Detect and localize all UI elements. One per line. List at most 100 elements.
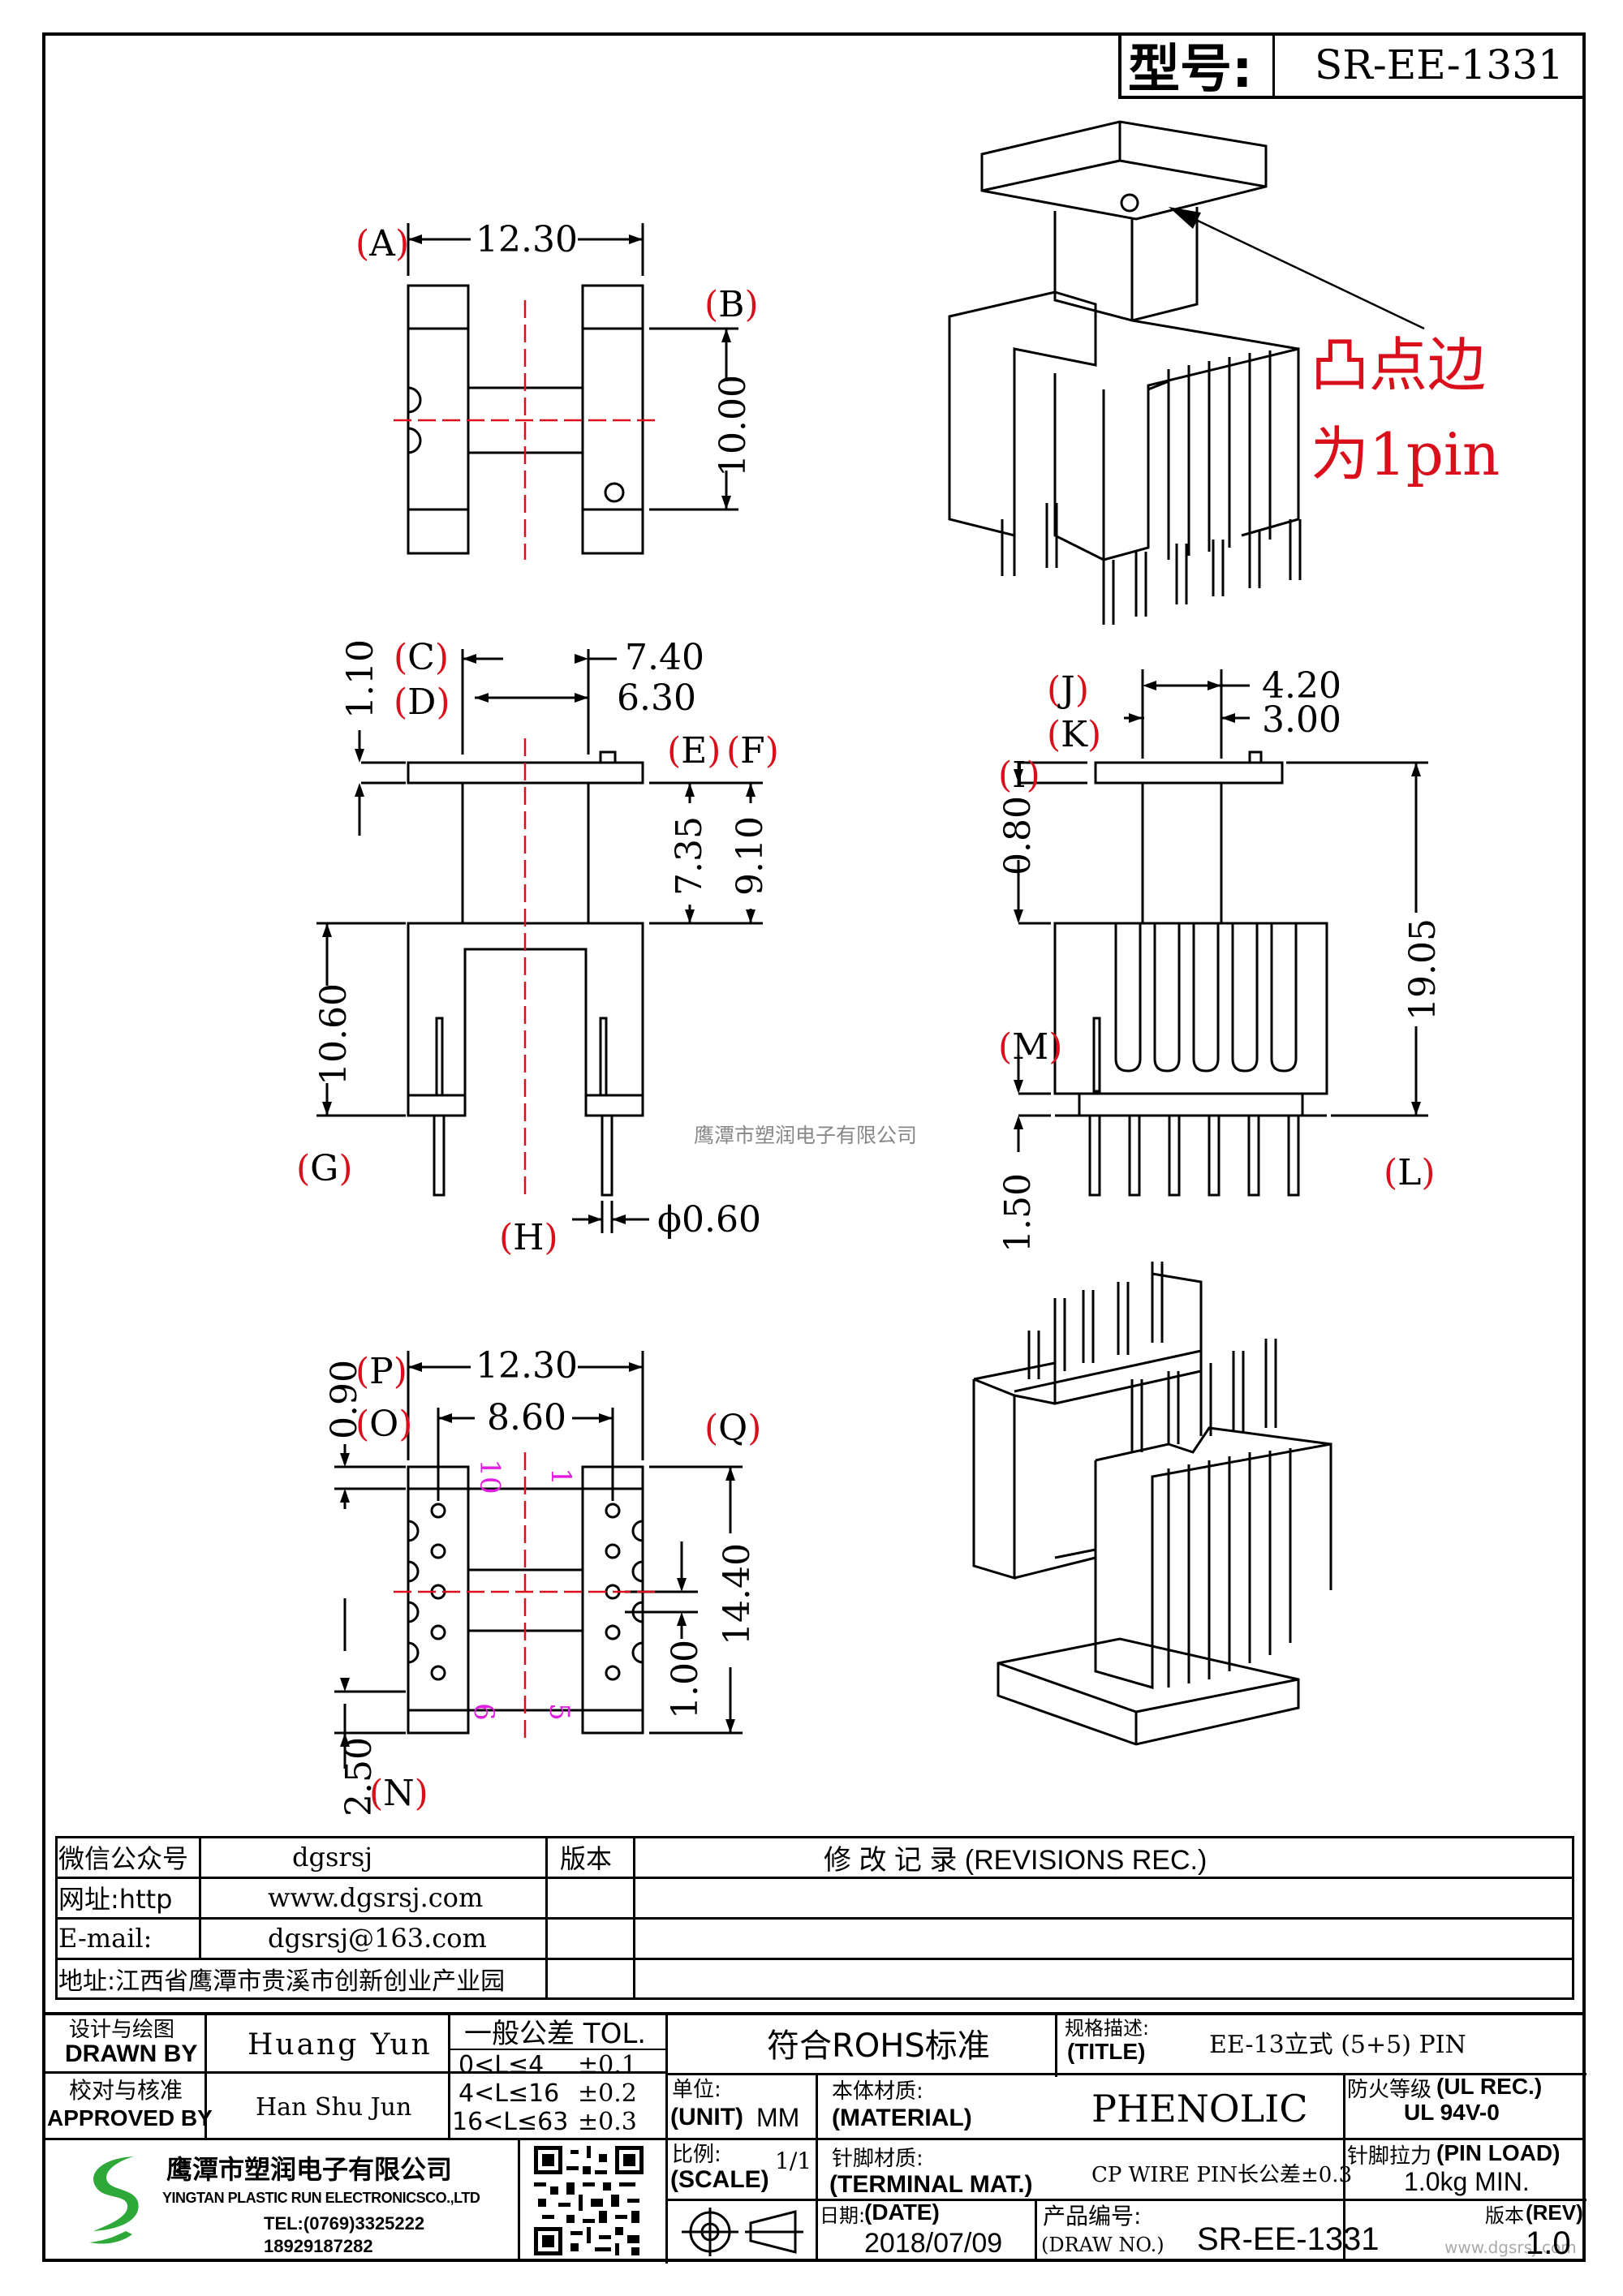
info-table-col-line bbox=[545, 1836, 548, 2000]
dim-p: 12.30 bbox=[476, 1344, 578, 1387]
top-view bbox=[407, 223, 738, 555]
title-block-line bbox=[665, 2073, 1344, 2075]
label-q: (Q) bbox=[704, 1407, 762, 1449]
label-l: (L) bbox=[1384, 1151, 1436, 1193]
label-m: (M) bbox=[998, 1025, 1063, 1068]
company-name-en: YINGTAN PLASTIC RUN ELECTRONICSCO.,LTD bbox=[162, 2189, 480, 2206]
isometric-view-lower bbox=[972, 1262, 1332, 1746]
dim-m: 1.50 bbox=[997, 1173, 1039, 1253]
tolerance-range-3: 16<L≤63 bbox=[452, 2107, 569, 2136]
model-label: 型号: bbox=[1128, 40, 1253, 100]
label-p: (P) bbox=[355, 1350, 407, 1392]
info-table-col-line bbox=[199, 1836, 201, 1958]
dim-g: 10.60 bbox=[312, 983, 355, 1086]
pin-load-value: 1.0kg MIN. bbox=[1404, 2166, 1530, 2196]
terminal-value: CP WIRE PIN长公差±0.3 bbox=[1091, 2162, 1353, 2187]
company-mobile: 18929187282 bbox=[264, 2236, 373, 2256]
unit-en: (UNIT) bbox=[670, 2104, 743, 2130]
rev-value: 1.0 bbox=[1526, 2225, 1571, 2261]
terminal-en: (TERMINAL MAT.) bbox=[829, 2171, 1033, 2198]
drawing-no-value: SR-EE-1331 bbox=[1197, 2221, 1380, 2257]
dim-j: 4.20 bbox=[1262, 664, 1341, 707]
pin-number-5: 5 bbox=[542, 1703, 575, 1721]
title-block-col bbox=[518, 2138, 520, 2262]
dim-q: 14.40 bbox=[716, 1543, 758, 1645]
title-en: (TITLE) bbox=[1067, 2039, 1146, 2064]
tolerance-range-2: 4<L≤16 bbox=[458, 2079, 560, 2108]
date-value: 2018/07/09 bbox=[864, 2227, 1003, 2259]
label-o: (O) bbox=[355, 1403, 413, 1445]
scale-value: 1/1 bbox=[775, 2147, 812, 2174]
label-j: (J) bbox=[1047, 669, 1089, 711]
info-table-row-line bbox=[55, 1958, 633, 1960]
revisions-heading: 修 改 记 录 (REVISIONS REC.) bbox=[824, 1844, 1208, 1876]
unit-value: MM bbox=[756, 2102, 800, 2132]
pin-load-en: (PIN LOAD) bbox=[1436, 2140, 1561, 2165]
web-label: 网址:http bbox=[58, 1884, 173, 1915]
label-d: (D) bbox=[394, 681, 450, 723]
dim-pitch: 1.00 bbox=[664, 1640, 706, 1719]
company-tel: TEL:(0769)3325222 bbox=[264, 2213, 425, 2234]
approved-by-cn: 校对与核准 bbox=[69, 2077, 183, 2104]
side-view bbox=[1017, 669, 1428, 1197]
drawing-no-en: (DRAW NO.) bbox=[1041, 2234, 1165, 2256]
title-cn: 规格描述: bbox=[1065, 2016, 1150, 2040]
title-block-line bbox=[42, 2071, 667, 2074]
title-block-col bbox=[1035, 2199, 1037, 2262]
unit-cn: 单位: bbox=[672, 2077, 721, 2102]
fire-rating-en: (UL REC.) bbox=[1436, 2074, 1543, 2099]
dim-f: 9.10 bbox=[729, 816, 771, 896]
drawn-by-name: Huang Yun bbox=[248, 2027, 433, 2062]
title-block-line bbox=[1343, 2199, 1586, 2201]
label-e: (E) bbox=[667, 729, 721, 772]
label-i: (I) bbox=[998, 754, 1040, 796]
dim-p-small: 0.90 bbox=[323, 1360, 365, 1439]
version-label: 版本 bbox=[560, 1843, 613, 1874]
title-block-col bbox=[1343, 2073, 1345, 2262]
tolerance-title: 一般公差 TOL. bbox=[464, 2017, 647, 2050]
drawn-by-cn: 设计与绘图 bbox=[69, 2017, 175, 2042]
dim-top-height: 10.00 bbox=[712, 375, 754, 477]
title-block-line bbox=[1343, 2073, 1586, 2075]
email-value[interactable]: dgsrsj@163.com bbox=[268, 1923, 487, 1954]
drawing-frame bbox=[42, 32, 1586, 2262]
dim-o: 8.60 bbox=[487, 1396, 566, 1438]
approved-by-en: APPROVED BY bbox=[47, 2105, 213, 2130]
tolerance-value-1: ±0.1 bbox=[578, 2050, 637, 2079]
watermark-corner: www.dgsrsj.com bbox=[1444, 2238, 1577, 2257]
label-h: (H) bbox=[499, 1216, 558, 1258]
rev-cn: 版本 bbox=[1485, 2204, 1524, 2227]
address: 地址:江西省鹰潭市贵溪市创新创业产业园 bbox=[58, 1967, 506, 1996]
title-block bbox=[42, 2012, 1586, 2262]
scale-cn: 比例: bbox=[672, 2142, 721, 2167]
scale-en: (SCALE) bbox=[670, 2166, 769, 2193]
web-value[interactable]: www.dgsrsj.com bbox=[268, 1882, 484, 1913]
date-cn: 日期: bbox=[820, 2204, 866, 2227]
info-table-row-line bbox=[55, 1877, 1574, 1879]
info-table-row-line bbox=[55, 1917, 1574, 1920]
pin-load-cn: 针脚拉力 bbox=[1347, 2143, 1432, 2169]
fire-rating-cn: 防火等级 bbox=[1347, 2077, 1432, 2102]
title-value: EE-13立式 (5+5) PIN bbox=[1209, 2031, 1466, 2059]
rohs-statement: 符合ROHS标准 bbox=[767, 2027, 990, 2065]
dim-flange: 1.10 bbox=[339, 639, 381, 719]
label-f: (F) bbox=[726, 729, 779, 772]
wechat-value: dgsrsj bbox=[292, 1842, 373, 1872]
dim-d: 6.30 bbox=[617, 677, 696, 719]
title-block-line bbox=[450, 2049, 665, 2050]
title-block-col bbox=[816, 2199, 818, 2262]
dim-h: ϕ0.60 bbox=[657, 1198, 761, 1240]
isometric-view-upper bbox=[948, 120, 1302, 625]
tolerance-range-1: 0<L≤4 bbox=[458, 2050, 545, 2079]
company-logo-icon bbox=[89, 2156, 139, 2244]
dim-e: 7.35 bbox=[668, 816, 710, 896]
projection-symbol-icon bbox=[682, 2208, 803, 2256]
title-block-line bbox=[42, 2138, 1586, 2140]
title-block-col bbox=[204, 2012, 207, 2138]
title-block-col bbox=[816, 2073, 818, 2199]
label-g: (G) bbox=[296, 1147, 353, 1189]
rev-en: (REV) bbox=[1526, 2199, 1583, 2225]
date-en: (DATE) bbox=[864, 2199, 940, 2225]
model-header-divider bbox=[1272, 32, 1275, 99]
